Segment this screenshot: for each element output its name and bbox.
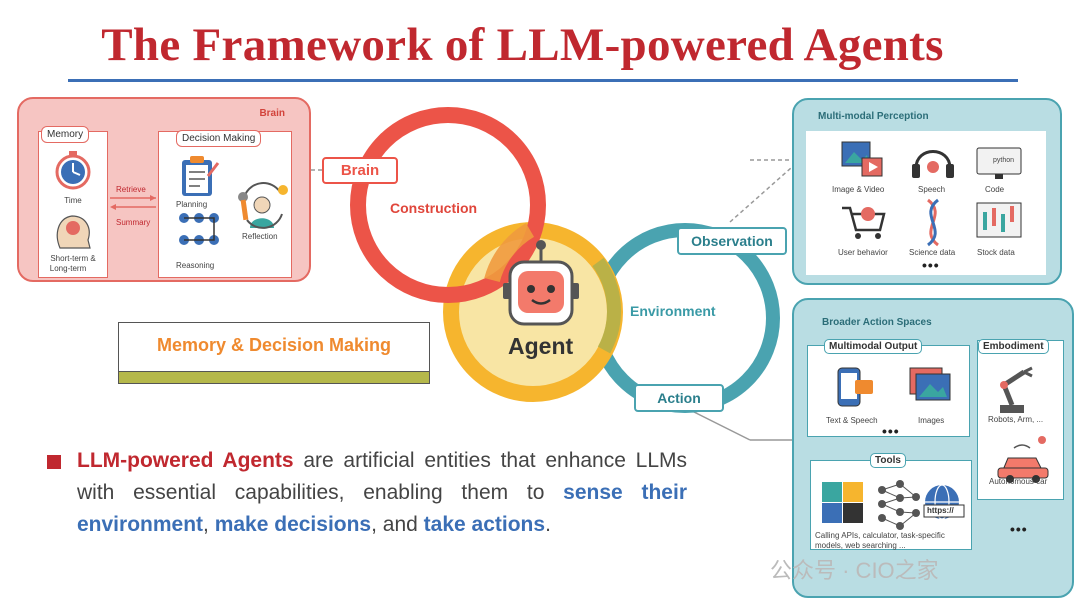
perception-title: Multi-modal Perception: [818, 111, 929, 122]
title-underline: [68, 79, 1018, 82]
environment-label: Environment: [630, 303, 716, 319]
multimodal-output-tag: Multimodal Output: [824, 339, 923, 354]
multimodal-more-dots: •••: [882, 423, 900, 439]
robot-icon: [503, 240, 579, 326]
brain-panel-title: Brain: [259, 108, 285, 119]
perception-item-speech: Speech: [918, 185, 946, 194]
clipboard-icon: [182, 156, 220, 196]
memory-decision-shadow: [118, 370, 430, 384]
description-paragraph: LLM-powered Agents are artificial entiti…: [77, 445, 687, 541]
text-speech-label: Text & Speech: [826, 416, 878, 425]
observation-connector: [729, 159, 801, 223]
phrase-make-decisions: make decisions: [214, 513, 372, 536]
reflection-icon: [238, 182, 288, 229]
perception-item-science-data: Science data: [909, 248, 956, 257]
page-title: The Framework of LLM-powered Agents: [101, 19, 944, 71]
python-badge: python: [993, 157, 1015, 164]
image-video-icon: [841, 141, 883, 177]
action-connector: [689, 409, 751, 441]
reflection-label: Reflection: [242, 232, 278, 241]
perception-item-user-behavior: User behavior: [838, 248, 888, 257]
memory-tag: Memory: [41, 126, 90, 143]
perception-item-code: Code: [985, 185, 1005, 194]
pencil-icon: [240, 199, 249, 221]
perception-item-image-video: Image & Video: [832, 185, 885, 194]
text-speech-phone-icon: [837, 367, 873, 407]
robot-arm-icon: [1000, 366, 1033, 413]
dna-icon: [927, 198, 939, 247]
stock-chart-icon: [976, 202, 1022, 238]
gear-icon: [238, 192, 248, 202]
retrieve-summary-arrows: [110, 195, 156, 210]
phrase-sense-environment: sense their environment: [77, 481, 687, 536]
construction-label: Construction: [390, 200, 478, 216]
embodiment-tag: Embodiment: [978, 339, 1049, 354]
reasoning-network-icon: [179, 213, 219, 245]
tools-caption-2: models, web searching ...: [815, 541, 906, 550]
retrieve-label: Retrieve: [116, 185, 146, 194]
perception-more-dots: •••: [922, 257, 940, 273]
autonomous-car-label: Autonomous car: [989, 477, 1048, 486]
agent-label: Agent: [508, 333, 574, 359]
construction-ring: [350, 107, 546, 303]
short-long-term-label-1: Short-term &: [50, 254, 96, 263]
neural-network-icon: [878, 480, 920, 530]
images-label: Images: [918, 416, 945, 425]
tools-tag: Tools: [870, 453, 906, 468]
paragraph-end: .: [545, 513, 551, 536]
head-brain-icon: [56, 215, 91, 249]
speech-headphones-icon: [912, 150, 954, 178]
embodiment-more-dots: •••: [1010, 521, 1028, 537]
brain-tag: Brain: [322, 157, 398, 184]
code-python-icon: [976, 147, 1022, 179]
stopwatch-icon: [55, 151, 91, 190]
action-tag: Action: [634, 384, 724, 412]
phrase-take-actions: take actions: [423, 513, 546, 536]
watermark-text: 公众号 · CIO之家: [770, 558, 939, 583]
summary-label: Summary: [116, 218, 151, 227]
https-label: https://: [927, 506, 954, 515]
term-llm-agents: LLM-powered Agents: [77, 449, 294, 472]
globe-web-icon: [923, 484, 965, 520]
time-label: Time: [64, 196, 82, 205]
reasoning-label: Reasoning: [176, 261, 215, 270]
robots-label: Robots, Arm, ...: [988, 415, 1044, 424]
embodiment-box: [977, 340, 1064, 500]
short-long-term-label-2: Long-term: [49, 264, 87, 273]
images-gallery-icon: [909, 367, 951, 401]
tools-caption-1: Calling APIs, calculator, task-specific: [815, 531, 945, 540]
bullet-square: [47, 455, 61, 469]
memory-decision-label: Memory & Decision Making: [156, 335, 392, 355]
shopping-cart-icon: [842, 206, 886, 239]
autonomous-car-icon: [997, 436, 1049, 483]
calculator-icon: [822, 482, 863, 523]
memory-decision-box: [118, 322, 430, 372]
paragraph-sep-2: , and: [371, 513, 424, 536]
paragraph-text-1: are artificial entities that enhance LLM…: [77, 449, 687, 504]
paragraph-sep-1: ,: [203, 513, 215, 536]
decision-making-tag: Decision Making: [176, 130, 262, 147]
observation-tag: Observation: [677, 227, 787, 255]
action-spaces-title: Broader Action Spaces: [822, 317, 932, 328]
planning-label: Planning: [176, 200, 208, 209]
perception-item-stock-data: Stock data: [977, 248, 1015, 257]
